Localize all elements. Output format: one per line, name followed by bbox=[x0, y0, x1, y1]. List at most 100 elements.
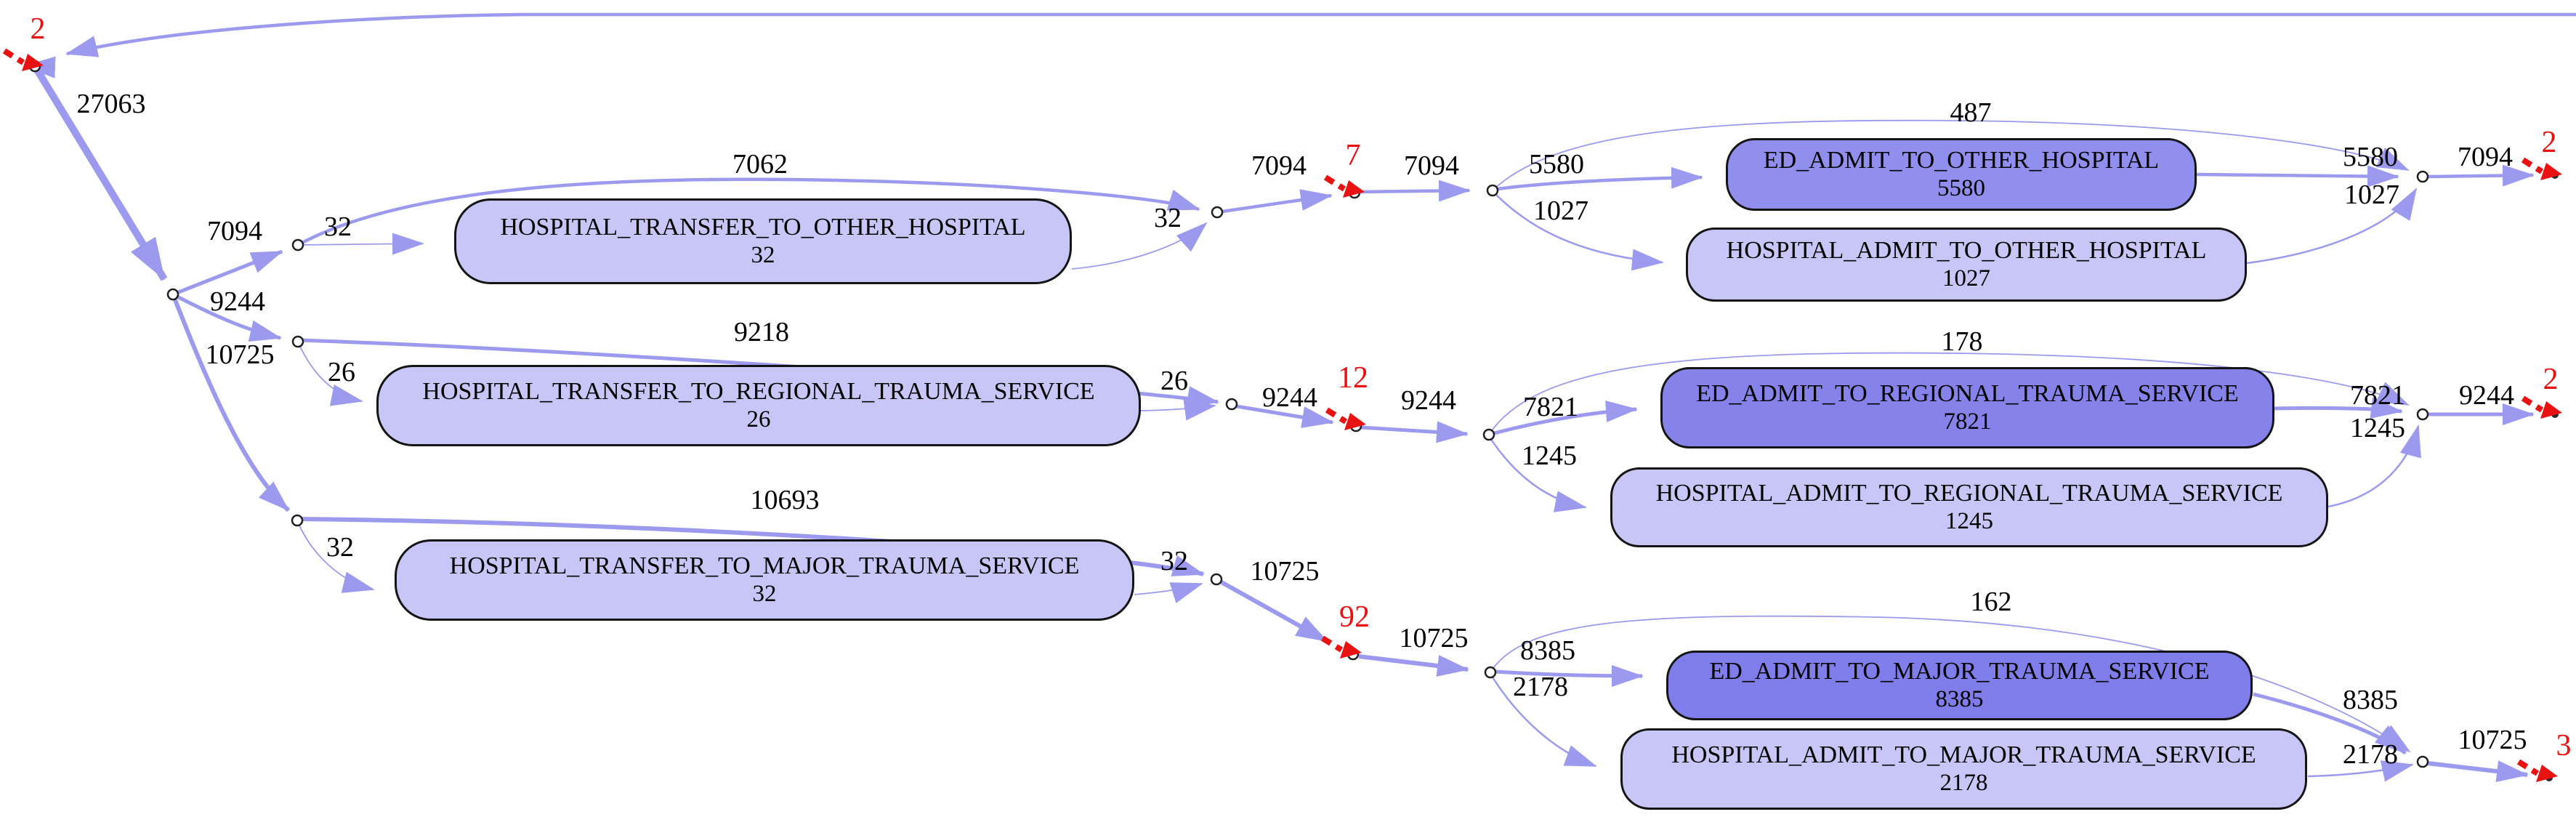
edge-label-branch-9244: 9244 bbox=[210, 286, 265, 317]
gateway-row1-join bbox=[2416, 170, 2429, 183]
red-skip-icon-start[interactable] bbox=[2, 48, 44, 71]
gateway-row3-fan bbox=[1484, 666, 1497, 679]
activity-hospital-transfer-to-other-hospital[interactable]: HOSPITAL_TRANSFER_TO_OTHER_HOSPITAL 32 bbox=[454, 198, 1072, 284]
activity-hospital-admit-to-regional-trauma-service[interactable]: HOSPITAL_ADMIT_TO_REGIONAL_TRAUMA_SERVIC… bbox=[1610, 467, 2328, 547]
red-skip-icon-row2-end[interactable] bbox=[2521, 395, 2562, 419]
edge-h3-in-2178 bbox=[1489, 673, 1597, 768]
activity-hospital-admit-to-other-hospital[interactable]: HOSPITAL_ADMIT_TO_OTHER_HOSPITAL 1027 bbox=[1686, 228, 2247, 302]
gateway-row1-split bbox=[291, 238, 304, 251]
edge-r1-out-7094 bbox=[1360, 180, 1471, 202]
red-skip-icon-row1-end[interactable] bbox=[2521, 157, 2562, 180]
edge-label-r3-out: 10725 bbox=[1399, 623, 1469, 653]
edge-ed1-out-5580 bbox=[2196, 165, 2399, 188]
edge-h2-in-1245 bbox=[1487, 435, 1587, 512]
red-skip-icon-row1-mid[interactable] bbox=[1323, 174, 1365, 198]
edge-label-row2-end: 9244 bbox=[2459, 380, 2514, 411]
activity-ed-admit-to-other-hospital[interactable]: ED_ADMIT_TO_OTHER_HOSPITAL 5580 bbox=[1726, 138, 2197, 211]
activity-ed-admit-to-regional-trauma-service[interactable]: ED_ADMIT_TO_REGIONAL_TRAUMA_SERVICE 7821 bbox=[1660, 367, 2274, 448]
edge-label-t3-out: 32 bbox=[1160, 546, 1188, 576]
skip-count-row1-mid: 7 bbox=[1345, 139, 1361, 172]
edge-label-trunk: 27063 bbox=[76, 89, 146, 119]
edge-label-h3-in: 2178 bbox=[1513, 672, 1568, 702]
edge-label-t2-bypass: 9218 bbox=[734, 317, 789, 347]
edge-label-t3-in: 32 bbox=[326, 532, 354, 563]
edge-label-r3-in: 10725 bbox=[1250, 556, 1320, 587]
red-skip-icon-row3-mid[interactable] bbox=[1320, 635, 1362, 659]
activity-hospital-transfer-to-regional-trauma-service[interactable]: HOSPITAL_TRANSFER_TO_REGIONAL_TRAUMA_SER… bbox=[376, 365, 1141, 446]
activity-count: 5580 bbox=[1937, 174, 1985, 201]
edge-t2-in-26 bbox=[297, 341, 363, 406]
activity-label: HOSPITAL_ADMIT_TO_REGIONAL_TRAUMA_SERVIC… bbox=[1655, 480, 2283, 507]
edge-label-t2-out: 26 bbox=[1160, 366, 1188, 396]
edge-label-r1-in: 7094 bbox=[1251, 150, 1307, 181]
activity-label: ED_ADMIT_TO_OTHER_HOSPITAL bbox=[1763, 147, 2160, 174]
edge-t1-bypass-7062 bbox=[296, 177, 1200, 246]
activity-label: HOSPITAL_ADMIT_TO_MAJOR_TRAUMA_SERVICE bbox=[1671, 741, 2256, 769]
edge-label-h1-in: 1027 bbox=[1533, 196, 1588, 226]
activity-count: 8385 bbox=[1935, 685, 1984, 712]
edge-label-branch-7094: 7094 bbox=[207, 216, 262, 246]
edge-label-t1-out: 32 bbox=[1154, 203, 1182, 233]
gateway-row1-fan bbox=[1486, 184, 1499, 197]
edge-label-ed1-in: 5580 bbox=[1529, 149, 1584, 180]
edge-t1-in-32 bbox=[297, 233, 424, 255]
edge-h1-out-1027 bbox=[2246, 188, 2418, 265]
edge-trunk-27063 bbox=[31, 64, 168, 281]
edge-t2-out-26 bbox=[1140, 398, 1216, 421]
skip-count-row1-end: 2 bbox=[2541, 126, 2557, 159]
edge-row1-bypass-487 bbox=[1492, 119, 2410, 191]
edge-label-r2-out: 9244 bbox=[1401, 385, 1456, 416]
activity-label: HOSPITAL_TRANSFER_TO_OTHER_HOSPITAL bbox=[500, 214, 1026, 241]
red-skip-icon-row3-end[interactable] bbox=[2516, 759, 2558, 782]
edge-label-branch-10725: 10725 bbox=[205, 339, 275, 370]
edge-label-t2-in: 26 bbox=[328, 357, 355, 387]
edge-ed2-in-7821 bbox=[1493, 400, 1638, 435]
edge-label-h1-out: 1027 bbox=[2344, 180, 2399, 210]
edge-r1-in-7094 bbox=[1222, 189, 1333, 214]
edge-t3-out-32 bbox=[1134, 582, 1203, 603]
skip-count-row2-end: 2 bbox=[2543, 363, 2559, 396]
activity-count: 1245 bbox=[1945, 507, 1993, 534]
edge-label-row2-bypass: 178 bbox=[1941, 326, 1983, 357]
activity-count: 7821 bbox=[1943, 408, 1992, 435]
edge-r2-out-9244 bbox=[1360, 421, 1469, 443]
edge-label-t1-bypass: 7062 bbox=[732, 149, 788, 180]
edge-branch-7094 bbox=[172, 249, 283, 297]
edge-label-h2-in: 1245 bbox=[1522, 440, 1577, 471]
edge-row1-end-7094 bbox=[2427, 164, 2535, 187]
gateway-row3-merge bbox=[1210, 573, 1223, 586]
edge-row3-bypass-162 bbox=[1490, 615, 2411, 753]
edge-t3-in-32 bbox=[296, 520, 375, 593]
edge-r3-out-10725 bbox=[1358, 654, 1469, 677]
activity-count: 32 bbox=[752, 580, 777, 607]
skip-count-start: 2 bbox=[30, 12, 46, 46]
edge-ed2-out-7821 bbox=[2274, 397, 2403, 419]
gateway-row3-split bbox=[291, 514, 304, 527]
activity-hospital-admit-to-major-trauma-service[interactable]: HOSPITAL_ADMIT_TO_MAJOR_TRAUMA_SERVICE 2… bbox=[1620, 728, 2307, 810]
red-skip-icon-row2-mid[interactable] bbox=[1325, 407, 1366, 430]
edge-label-ed2-out: 7821 bbox=[2350, 380, 2405, 411]
edge-row3-end-10725 bbox=[2427, 760, 2529, 783]
activity-count: 1027 bbox=[1942, 265, 1990, 291]
activity-label: ED_ADMIT_TO_MAJOR_TRAUMA_SERVICE bbox=[1709, 658, 2210, 685]
edge-label-r2-in: 9244 bbox=[1262, 382, 1317, 413]
edge-h1-in-1027 bbox=[1492, 190, 1664, 271]
edge-label-row1-bypass: 487 bbox=[1950, 97, 1992, 128]
edge-branch-9244 bbox=[171, 292, 282, 342]
gateway-row1-merge bbox=[1211, 206, 1224, 219]
edge-branch-10725 bbox=[171, 293, 291, 512]
edge-label-row3-bypass: 162 bbox=[1970, 587, 2012, 617]
edge-label-h2-out: 1245 bbox=[2350, 413, 2405, 443]
activity-label: HOSPITAL_TRANSFER_TO_REGIONAL_TRAUMA_SER… bbox=[422, 378, 1095, 406]
skip-count-row2-mid: 12 bbox=[1338, 361, 1368, 395]
edge-h3-out-2178 bbox=[2307, 760, 2414, 782]
activity-ed-admit-to-major-trauma-service[interactable]: ED_ADMIT_TO_MAJOR_TRAUMA_SERVICE 8385 bbox=[1666, 651, 2253, 720]
edge-label-row3-end: 10725 bbox=[2458, 725, 2527, 755]
edge-label-t1-in: 32 bbox=[324, 212, 352, 242]
skip-count-row3-end: 3 bbox=[2556, 729, 2572, 762]
activity-hospital-transfer-to-major-trauma-service[interactable]: HOSPITAL_TRANSFER_TO_MAJOR_TRAUMA_SERVIC… bbox=[395, 539, 1134, 621]
edge-h2-out-1245 bbox=[2327, 424, 2421, 508]
gateway-row3-join bbox=[2416, 755, 2429, 768]
edge-label-ed1-out: 5580 bbox=[2343, 142, 2398, 172]
